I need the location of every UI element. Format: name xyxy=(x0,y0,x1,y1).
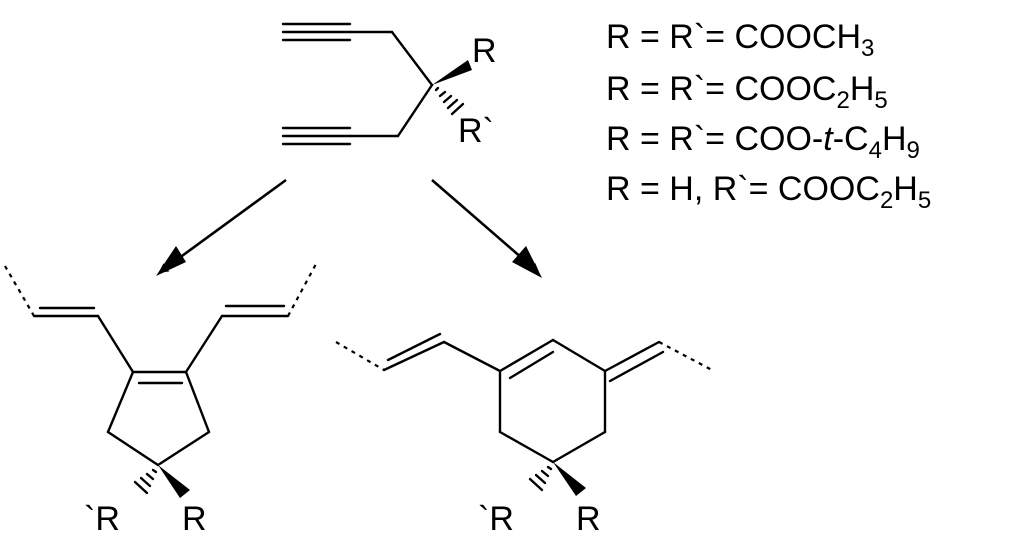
six-left-vinyl-b xyxy=(386,332,442,362)
left-vinyl-to-ring xyxy=(96,314,135,374)
arrowhead-right xyxy=(512,246,542,278)
six-ring-Rprime-label: `R xyxy=(478,500,514,538)
upper-triple-bond xyxy=(281,22,352,42)
right-vinyl-to-ring xyxy=(184,314,224,374)
five-ring-wedge-R xyxy=(158,465,190,498)
six-ring-top-right xyxy=(551,338,607,373)
upper-ch2-to-quaternary xyxy=(390,30,434,87)
ring-right-bond xyxy=(184,370,211,434)
legend-line-4: R = H, R`= COOC2H5 xyxy=(606,170,931,214)
five-ring-Rprime-label: `R xyxy=(84,500,120,538)
wedge-bond-R xyxy=(432,60,472,85)
lower-triple-bond xyxy=(281,126,352,146)
six-ring-wedge-R xyxy=(553,462,586,496)
six-ring-R-label: R xyxy=(576,500,601,538)
six-ring-hash-Rprime xyxy=(528,465,553,492)
six-ring-lower-right xyxy=(551,430,607,464)
six-ring-top-left-b xyxy=(508,350,555,380)
reactant-diyne: R R` xyxy=(281,22,497,150)
legend-line-1: R = R`= COOCH3 xyxy=(606,18,874,62)
ring-lower-right-bond xyxy=(156,430,211,467)
arrowhead-left xyxy=(156,246,186,276)
six-ring-lower-left xyxy=(498,430,555,464)
product-six-ring: `R R xyxy=(335,332,713,538)
product-five-ring: `R R xyxy=(4,263,317,538)
left-chain-dashed-end xyxy=(4,265,35,317)
six-exo-double-b xyxy=(608,350,665,383)
five-ring-hash-Rprime xyxy=(133,468,158,495)
reactant-R-label: R xyxy=(472,32,497,70)
six-exo-double-a xyxy=(603,340,661,373)
ring-lower-left-bond xyxy=(106,430,160,467)
legend-line-3: R = R`= COO-t-C4H9 xyxy=(606,120,920,164)
six-left-dashed-end xyxy=(335,341,385,371)
six-ring-top-left-a xyxy=(498,338,555,373)
lower-ch2-to-quaternary xyxy=(396,83,434,138)
reactant-Rprime-label: R` xyxy=(458,112,494,150)
right-chain-dashed-end xyxy=(287,263,317,317)
six-right-dashed-end xyxy=(658,341,713,371)
five-ring-R-label: R xyxy=(182,500,207,538)
substituent-legend: R = R`= COOCH3 R = R`= COOC2H5 R = R`= C… xyxy=(606,18,931,214)
ring-left-bond xyxy=(106,370,135,434)
hash-bond-Rprime xyxy=(434,86,465,116)
six-left-vinyl-to-ring xyxy=(442,340,502,373)
legend-line-2: R = R`= COOC2H5 xyxy=(606,70,888,114)
six-left-vinyl-a xyxy=(382,340,446,372)
